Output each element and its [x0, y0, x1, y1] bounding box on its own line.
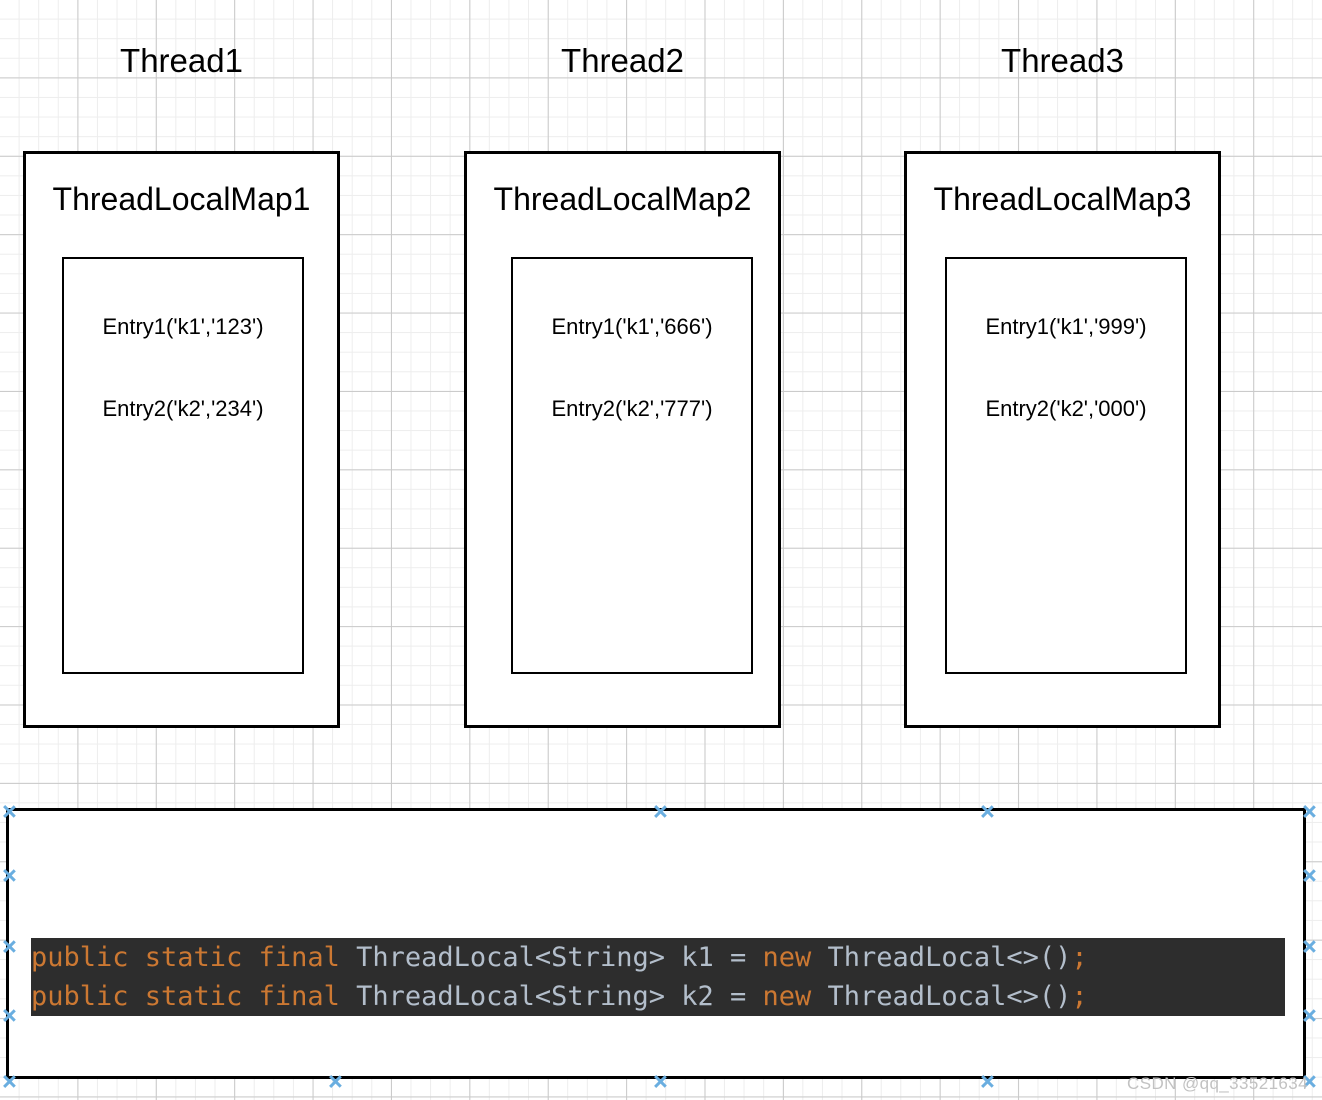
code-line-2: public static final ThreadLocal<String> …	[31, 977, 1285, 1016]
code-type-2: ThreadLocal<String> k2 =	[356, 981, 763, 1012]
code-keyword-modifiers-2: public static final	[31, 981, 357, 1012]
code-line-1: public static final ThreadLocal<String> …	[31, 938, 1285, 977]
watermark: CSDN @qq_33521634	[1127, 1074, 1308, 1093]
resize-handle-top-right[interactable]	[1302, 804, 1317, 819]
entry-3-1: Entry1('k1','999')	[985, 314, 1147, 339]
resize-handle-left-middle[interactable]	[2, 939, 17, 954]
resize-handle-left-upper[interactable]	[2, 868, 17, 883]
code-keyword-modifiers-1: public static final	[31, 942, 357, 973]
resize-handle-left-lower[interactable]	[2, 1008, 17, 1023]
resize-handle-bottom-center[interactable]	[653, 1074, 668, 1089]
resize-handle-top-center-left[interactable]	[653, 804, 668, 819]
code-keyword-new-1: new	[762, 942, 828, 973]
map-title-2: ThreadLocalMap2	[493, 181, 752, 217]
entry-2-2: Entry2('k2','777')	[551, 396, 713, 421]
thread-title-3: Thread3	[1001, 42, 1124, 79]
entry-1-2: Entry2('k2','234')	[102, 396, 264, 421]
thread-local-map-box-1[interactable]: ThreadLocalMap1 Entry1('k1','123') Entry…	[23, 151, 340, 728]
entry-2-1: Entry1('k1','666')	[551, 314, 713, 339]
entry-1-1: Entry1('k1','123')	[102, 314, 264, 339]
code-block[interactable]: public static final ThreadLocal<String> …	[31, 938, 1285, 1016]
code-type-1: ThreadLocal<String> k1 =	[356, 942, 763, 973]
resize-handle-bottom-center-left[interactable]	[328, 1074, 343, 1089]
map-title-3: ThreadLocalMap3	[933, 181, 1192, 217]
resize-handle-right-upper[interactable]	[1302, 868, 1317, 883]
resize-handle-bottom-center-right[interactable]	[980, 1074, 995, 1089]
entry-box-2[interactable]: Entry1('k1','666') Entry2('k2','777')	[511, 257, 753, 674]
code-semicolon-2: ;	[1071, 981, 1088, 1012]
entry-box-3[interactable]: Entry1('k1','999') Entry2('k2','000')	[945, 257, 1187, 674]
resize-handle-top-center-right[interactable]	[980, 804, 995, 819]
thread-local-map-box-3[interactable]: ThreadLocalMap3 Entry1('k1','999') Entry…	[904, 151, 1221, 728]
entry-3-2: Entry2('k2','000')	[985, 396, 1147, 421]
code-ctor-2: ThreadLocal<>()	[827, 981, 1072, 1012]
code-ctor-1: ThreadLocal<>()	[827, 942, 1072, 973]
code-semicolon-1: ;	[1071, 942, 1088, 973]
code-keyword-new-2: new	[762, 981, 828, 1012]
resize-handle-right-middle[interactable]	[1302, 939, 1317, 954]
entry-box-1[interactable]: Entry1('k1','123') Entry2('k2','234')	[62, 257, 304, 674]
resize-handle-top-left[interactable]	[2, 804, 17, 819]
code-container[interactable]: public static final ThreadLocal<String> …	[6, 808, 1306, 1079]
thread-local-map-box-2[interactable]: ThreadLocalMap2 Entry1('k1','666') Entry…	[464, 151, 781, 728]
thread-title-1: Thread1	[120, 42, 243, 79]
resize-handle-right-lower[interactable]	[1302, 1008, 1317, 1023]
resize-handle-bottom-left[interactable]	[2, 1074, 17, 1089]
thread-title-2: Thread2	[561, 42, 684, 79]
map-title-1: ThreadLocalMap1	[52, 181, 311, 217]
